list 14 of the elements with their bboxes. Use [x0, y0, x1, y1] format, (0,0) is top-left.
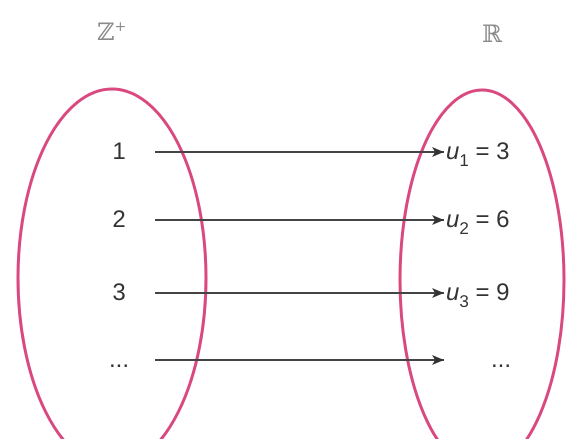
arrow — [155, 288, 444, 298]
arrow — [155, 355, 444, 365]
set-element: ... — [490, 346, 512, 374]
set-element: 1 — [111, 138, 127, 166]
set-element: u$_{3}$ = 9 — [446, 279, 511, 307]
set-element: 2 — [111, 206, 127, 234]
arrow — [155, 147, 444, 157]
arrow — [155, 215, 444, 225]
set-element: ... — [108, 346, 130, 374]
set-label: ℤ$^{+}$ — [97, 18, 126, 46]
set-element: 3 — [111, 279, 127, 307]
set-element: u$_{1}$ = 3 — [446, 138, 511, 166]
set-label: ℝ — [482, 20, 502, 48]
set-element: u$_{2}$ = 6 — [446, 206, 511, 234]
